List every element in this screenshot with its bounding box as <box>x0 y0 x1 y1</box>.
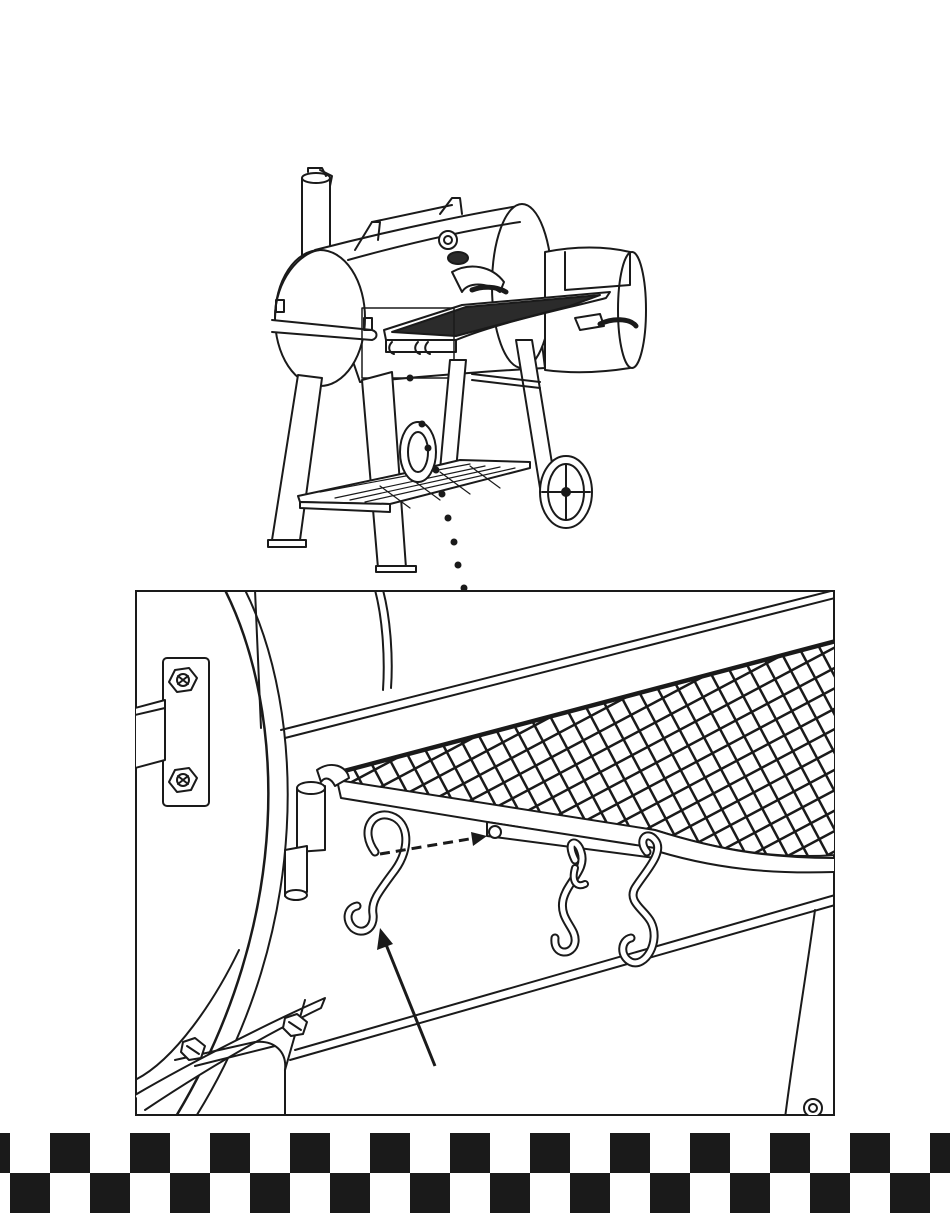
checker-square <box>10 1173 50 1213</box>
cart-wheel-left <box>400 422 436 482</box>
s-hook-detail-illustration <box>135 590 835 1118</box>
checker-square <box>290 1133 330 1173</box>
checker-square <box>250 1173 290 1213</box>
corner-bolt <box>804 1099 822 1117</box>
checker-square <box>410 1173 450 1213</box>
checker-square <box>450 1133 490 1173</box>
checker-square <box>730 1173 770 1213</box>
checker-square <box>850 1133 890 1173</box>
checker-square <box>690 1133 730 1173</box>
checker-square <box>570 1173 610 1213</box>
checker-square <box>50 1133 90 1173</box>
checker-square <box>930 1133 950 1173</box>
checker-square <box>770 1133 810 1173</box>
smoker-overview-illustration <box>0 0 950 600</box>
hex-bolt-top <box>169 668 197 692</box>
checker-square <box>210 1133 250 1173</box>
cart-wheel-right <box>540 456 592 528</box>
checkered-flag-border <box>0 1133 950 1229</box>
checker-square <box>650 1173 690 1213</box>
checker-square <box>810 1173 850 1213</box>
checker-square <box>610 1133 650 1173</box>
checker-square <box>330 1173 370 1213</box>
checker-square <box>890 1173 930 1213</box>
checker-square <box>490 1173 530 1213</box>
checker-square <box>170 1173 210 1213</box>
checker-square <box>0 1133 10 1173</box>
checker-square <box>370 1133 410 1173</box>
checker-square <box>130 1133 170 1173</box>
checker-square <box>90 1173 130 1213</box>
hex-bolt-bottom <box>169 768 197 792</box>
checker-square <box>530 1133 570 1173</box>
